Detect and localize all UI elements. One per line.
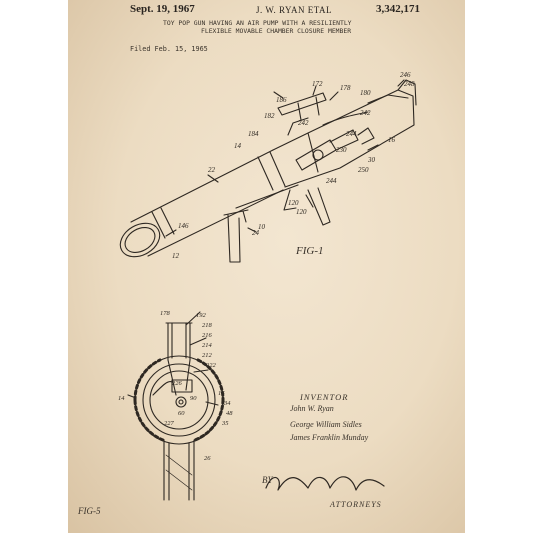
svg-text:250: 250 <box>358 166 369 174</box>
svg-text:90: 90 <box>190 395 197 402</box>
patent-date: Sept. 19, 1967 <box>130 3 195 15</box>
svg-text:35: 35 <box>221 420 229 427</box>
svg-text:22: 22 <box>208 166 216 174</box>
svg-text:214: 214 <box>202 342 213 349</box>
svg-text:16: 16 <box>218 390 225 397</box>
filed-date: Filed Feb. 15, 1965 <box>130 45 208 53</box>
inventor-name: James Franklin Munday <box>290 433 369 442</box>
svg-text:218: 218 <box>202 322 213 329</box>
svg-text:30: 30 <box>367 156 376 164</box>
svg-text:222: 222 <box>206 362 217 369</box>
patent-title-line1: TOY POP GUN HAVING AN AIR PUMP WITH A RE… <box>163 19 352 27</box>
fig5-label: FIG-5 <box>78 506 101 516</box>
svg-text:182: 182 <box>264 112 275 120</box>
svg-text:24: 24 <box>252 229 260 237</box>
attorneys-label: ATTORNEYS <box>330 500 382 509</box>
inventor-name: John W. Ryan <box>290 404 334 413</box>
attorney-signature <box>265 476 385 491</box>
svg-text:242: 242 <box>360 109 371 117</box>
svg-text:248: 248 <box>404 80 415 88</box>
inventor-label: INVENTOR <box>300 392 349 402</box>
svg-text:212: 212 <box>202 352 213 359</box>
svg-text:14: 14 <box>234 142 242 150</box>
svg-text:172: 172 <box>312 80 323 88</box>
fig1-label: FIG-1 <box>296 245 324 257</box>
svg-text:120: 120 <box>296 208 307 216</box>
svg-text:186: 186 <box>276 96 287 104</box>
svg-text:230: 230 <box>336 146 347 154</box>
svg-text:120: 120 <box>288 199 299 207</box>
svg-text:16: 16 <box>388 136 396 144</box>
svg-text:178: 178 <box>160 310 171 317</box>
svg-text:244: 244 <box>346 130 357 138</box>
svg-text:12: 12 <box>172 252 180 260</box>
svg-text:244: 244 <box>326 177 337 185</box>
svg-text:48: 48 <box>226 410 233 417</box>
svg-text:180: 180 <box>360 89 371 97</box>
svg-text:216: 216 <box>202 332 213 339</box>
svg-text:60: 60 <box>178 410 185 417</box>
svg-text:34: 34 <box>223 400 231 407</box>
svg-text:178: 178 <box>340 84 351 92</box>
svg-text:14: 14 <box>118 395 125 402</box>
svg-text:246: 246 <box>400 71 411 79</box>
by-label: BY <box>262 475 273 485</box>
svg-text:146: 146 <box>178 222 189 230</box>
svg-text:242: 242 <box>298 119 309 127</box>
patent-title-line2: FLEXIBLE MOVABLE CHAMBER CLOSURE MEMBER <box>201 27 352 35</box>
svg-text:184: 184 <box>248 130 259 138</box>
patent-sheet: Sept. 19, 1967 J. W. RYAN ETAL 3,342,171… <box>68 0 465 533</box>
svg-text:226: 226 <box>172 380 183 387</box>
svg-text:192: 192 <box>196 312 207 319</box>
patent-number: 3,342,171 <box>376 3 420 15</box>
fig5-section-drawing <box>127 311 225 501</box>
svg-text:227: 227 <box>164 420 175 427</box>
svg-text:26: 26 <box>204 455 211 462</box>
inventor-name: George William Sidles <box>290 420 362 429</box>
patent-inventors: J. W. RYAN ETAL <box>256 5 333 15</box>
fig1-launcher-drawing <box>119 79 417 263</box>
svg-text:10: 10 <box>258 223 266 231</box>
